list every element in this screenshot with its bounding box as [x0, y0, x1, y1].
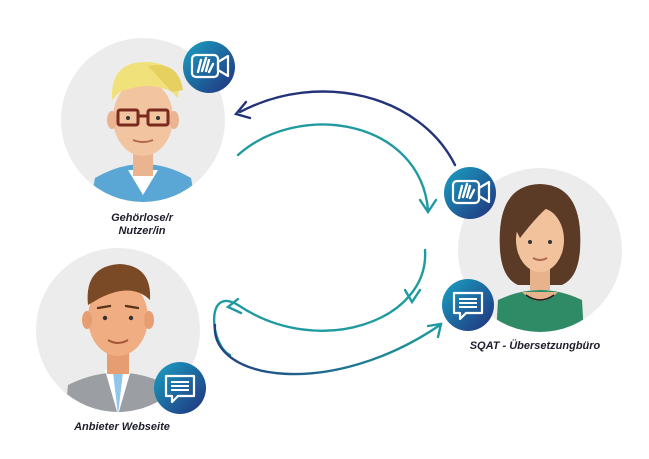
user-label: Gehörlose/r Nutzer/in — [92, 212, 192, 238]
sign-language-icon — [196, 56, 215, 74]
provider-label: Anbieter Webseite — [74, 421, 170, 433]
provider-badge — [154, 362, 206, 414]
arrow-sqat-to-provider — [212, 248, 427, 357]
sqat-badge-chat — [442, 279, 494, 331]
arrowhead-to-user — [233, 100, 252, 120]
arrow-user-to-sqat — [236, 123, 430, 212]
sqat-label: SQAT - Übersetzungbüro — [469, 340, 601, 352]
arrowhead-down-right — [403, 288, 422, 305]
user-label-line2: Nutzer/in — [118, 225, 166, 237]
arrowhead-loop — [225, 297, 243, 315]
sqat-badge-sign — [444, 167, 496, 219]
arrow-provider-to-sqat — [213, 323, 442, 376]
provider-avatar — [36, 248, 200, 412]
user-badge — [183, 41, 235, 93]
chat-text-icon — [452, 291, 484, 321]
chat-text-icon — [164, 374, 196, 404]
user-label-line1: Gehörlose/r — [111, 212, 173, 224]
arrow-sqat-to-user — [238, 90, 457, 167]
sign-language-icon — [457, 182, 476, 200]
arrowhead-to-sqat-lower — [426, 322, 443, 339]
user-avatar — [61, 38, 225, 202]
sqat-avatar — [458, 168, 622, 332]
arrows — [212, 90, 457, 376]
arrowhead-to-sqat-upper — [418, 198, 438, 215]
